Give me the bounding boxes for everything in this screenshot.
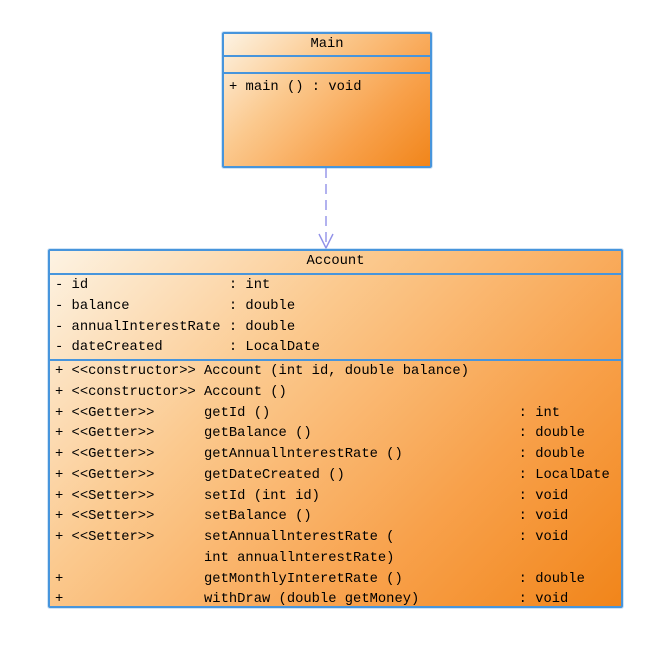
attributes-section-account: - id : int - balance : double - annualIn… (50, 275, 621, 359)
attribute-line: - annualInterestRate : double (55, 319, 296, 335)
method-line: + <<Getter>> getAnnuallnterestRate () : … (55, 447, 585, 462)
method-line: + <<Setter>> setAnnuallnterestRate ( : v… (55, 530, 569, 545)
attributes-section-main (224, 57, 430, 72)
method-line: int annuallnterestRate) (55, 550, 395, 566)
method-line: + <<Getter>> getDateCreated () : LocalDa… (55, 467, 610, 483)
class-title-main: Main (224, 34, 430, 57)
attribute-line: - dateCreated : LocalDate (55, 340, 320, 356)
dependency-arrow[interactable] (312, 168, 340, 250)
method-line: + <<Getter>> getId () : int (55, 405, 561, 421)
method-line: + <<Setter>> setId (int id) : void (55, 488, 569, 504)
method-line: + <<constructor>> Account () (55, 384, 287, 400)
method-line: + <<Getter>> getBalance () : double (55, 426, 585, 442)
class-title-account: Account (50, 251, 621, 275)
class-box-main[interactable]: Main + main () : void (222, 32, 432, 168)
methods-section-main: + main () : void (224, 72, 430, 166)
method-line: + withDraw (double getMoney) : void (55, 592, 569, 606)
class-box-account[interactable]: Account - id : int - balance : double - … (48, 249, 623, 608)
methods-section-account: + <<constructor>> Account (int id, doubl… (50, 359, 621, 606)
method-line: + main () : void (229, 80, 362, 95)
attribute-line: - id : int (55, 278, 271, 293)
dependency-arrowhead-icon (318, 233, 334, 250)
method-line: + getMonthlyInteretRate () : double (55, 571, 585, 587)
method-line: + <<Setter>> setBalance () : void (55, 509, 569, 525)
attribute-line: - balance : double (55, 298, 296, 314)
method-line: + <<constructor>> Account (int id, doubl… (55, 364, 469, 379)
